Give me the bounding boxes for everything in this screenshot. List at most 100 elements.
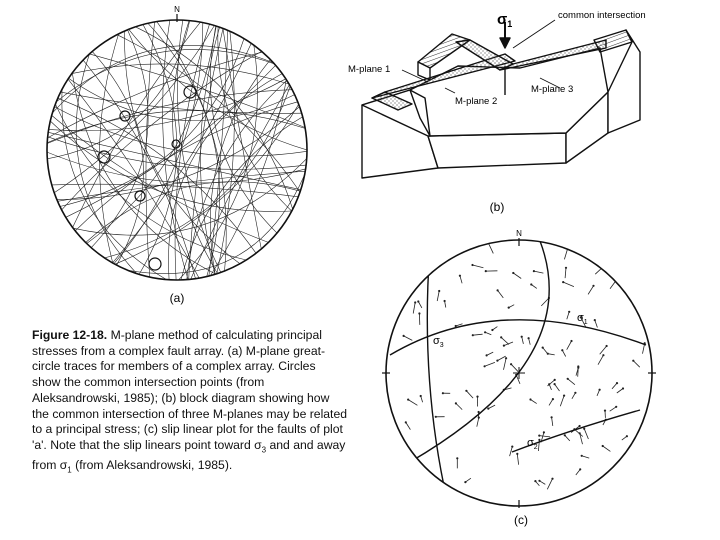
great-circle-arc [210, 59, 271, 275]
slip-arrow-head [579, 316, 582, 319]
figure-b-label: (b) [490, 200, 505, 214]
slip-arrow [594, 267, 603, 275]
slip-arrow [581, 455, 590, 459]
sigma1-label-c: σ1 [577, 312, 588, 326]
stereonet-c: N σ1 σ3 σ2 (c) [382, 229, 656, 527]
slip-arrow [528, 338, 531, 345]
plane-arc-2 [389, 319, 647, 356]
slip-arrow [484, 362, 496, 367]
slip-arrow [412, 302, 416, 314]
slip-arrow-head [510, 363, 513, 366]
great-circle-arc [75, 53, 138, 274]
slip-arrow-head [534, 480, 537, 483]
slip-arrow [577, 366, 579, 377]
slip-arrow [597, 355, 604, 365]
slip-linear-arrows [402, 242, 646, 490]
great-circle-arc [217, 26, 292, 212]
slip-arrow [521, 336, 524, 344]
slip-arrow-head [550, 416, 553, 419]
slip-arrow-head [458, 274, 461, 277]
slip-arrow [548, 398, 554, 406]
block-diagram-labels: σ1 common intersection M-plane 1 M-plane… [348, 10, 646, 214]
slip-arrow [497, 290, 504, 299]
slip-arrow [486, 351, 494, 356]
slip-arrow-head [404, 421, 407, 424]
great-circle-arc [113, 22, 204, 264]
slip-arrow-head [464, 481, 467, 484]
slip-arrow-head [512, 271, 515, 275]
great-circle-arc [156, 21, 227, 272]
slip-arrow-head [548, 383, 551, 386]
sigma2-label-c: σ2 [527, 437, 538, 451]
slip-arrow [566, 340, 572, 350]
slip-arrow [533, 270, 544, 274]
slip-arrow-head [456, 457, 459, 460]
plane-arc-3 [409, 240, 550, 463]
slip-arrow [516, 453, 519, 465]
slip-arrow-head [601, 444, 604, 448]
slip-arrow-head [476, 395, 479, 398]
slip-arrow [583, 428, 589, 440]
great-circle-arc [104, 85, 291, 259]
slip-arrow [436, 290, 440, 302]
slip-arrow-head [454, 324, 457, 328]
slip-arrow-head [553, 378, 556, 381]
slip-arrow-head [507, 306, 510, 309]
slip-arrow [566, 311, 570, 320]
slip-arrow [472, 333, 483, 336]
slip-arrow-head [484, 270, 487, 273]
slip-arrow-head [578, 432, 581, 435]
slip-arrow-head [443, 299, 446, 303]
great-circle-arc [47, 20, 190, 160]
slip-arrow [567, 378, 576, 386]
caption-sigma1: σ1 [59, 458, 72, 475]
great-circle-traces [47, 20, 307, 280]
figure-number: Figure 12-18. [32, 328, 108, 342]
slip-arrow [488, 242, 494, 254]
great-circle-arc [47, 110, 306, 144]
slip-arrow-head [418, 312, 421, 315]
slip-arrow [484, 331, 492, 336]
slip-arrow [564, 267, 567, 279]
slip-arrow [407, 399, 418, 406]
slip-arrow-head [551, 398, 555, 401]
slip-arrow [579, 433, 583, 445]
slip-arrow [510, 363, 519, 372]
slip-arrow [563, 281, 575, 287]
slip-arrow-head [542, 431, 546, 434]
great-circle-arc [91, 51, 144, 266]
north-label-a: N [174, 5, 180, 14]
slip-arrow [559, 395, 565, 407]
front-notch [409, 89, 431, 137]
great-circle-arc [112, 43, 252, 264]
slip-arrow-head [414, 301, 417, 304]
slip-arrow [476, 417, 480, 427]
slip-arrow [542, 347, 548, 354]
slip-arrow-head [496, 289, 499, 292]
slip-arrow [580, 317, 587, 328]
great-circle-arc [54, 106, 307, 157]
slip-arrow-head [520, 335, 523, 338]
plane-arc-4 [511, 409, 641, 453]
slip-arrow [547, 353, 555, 356]
sigma1-label-b: σ1 [497, 11, 512, 29]
intersection-circles [97, 85, 197, 271]
great-circle-arc [172, 20, 218, 274]
great-circle-arc [216, 31, 235, 274]
great-circle-arc [57, 97, 257, 254]
slip-arrow [571, 392, 576, 400]
great-circle-arc [47, 151, 306, 184]
slip-arrow [551, 417, 554, 426]
slip-arrow-head [487, 407, 490, 410]
slip-arrow-head [563, 394, 566, 397]
slip-arrow-head [511, 445, 514, 448]
slip-arrow [513, 272, 522, 279]
slip-arrow [455, 403, 463, 410]
slip-arrow-head [402, 334, 405, 337]
mplane3-leader [539, 77, 561, 89]
great-circle-arc [168, 73, 283, 280]
great-circle-arc [147, 23, 220, 277]
great-circle-arc [51, 183, 299, 198]
stress-planes [389, 240, 647, 501]
slip-arrow [417, 301, 423, 309]
